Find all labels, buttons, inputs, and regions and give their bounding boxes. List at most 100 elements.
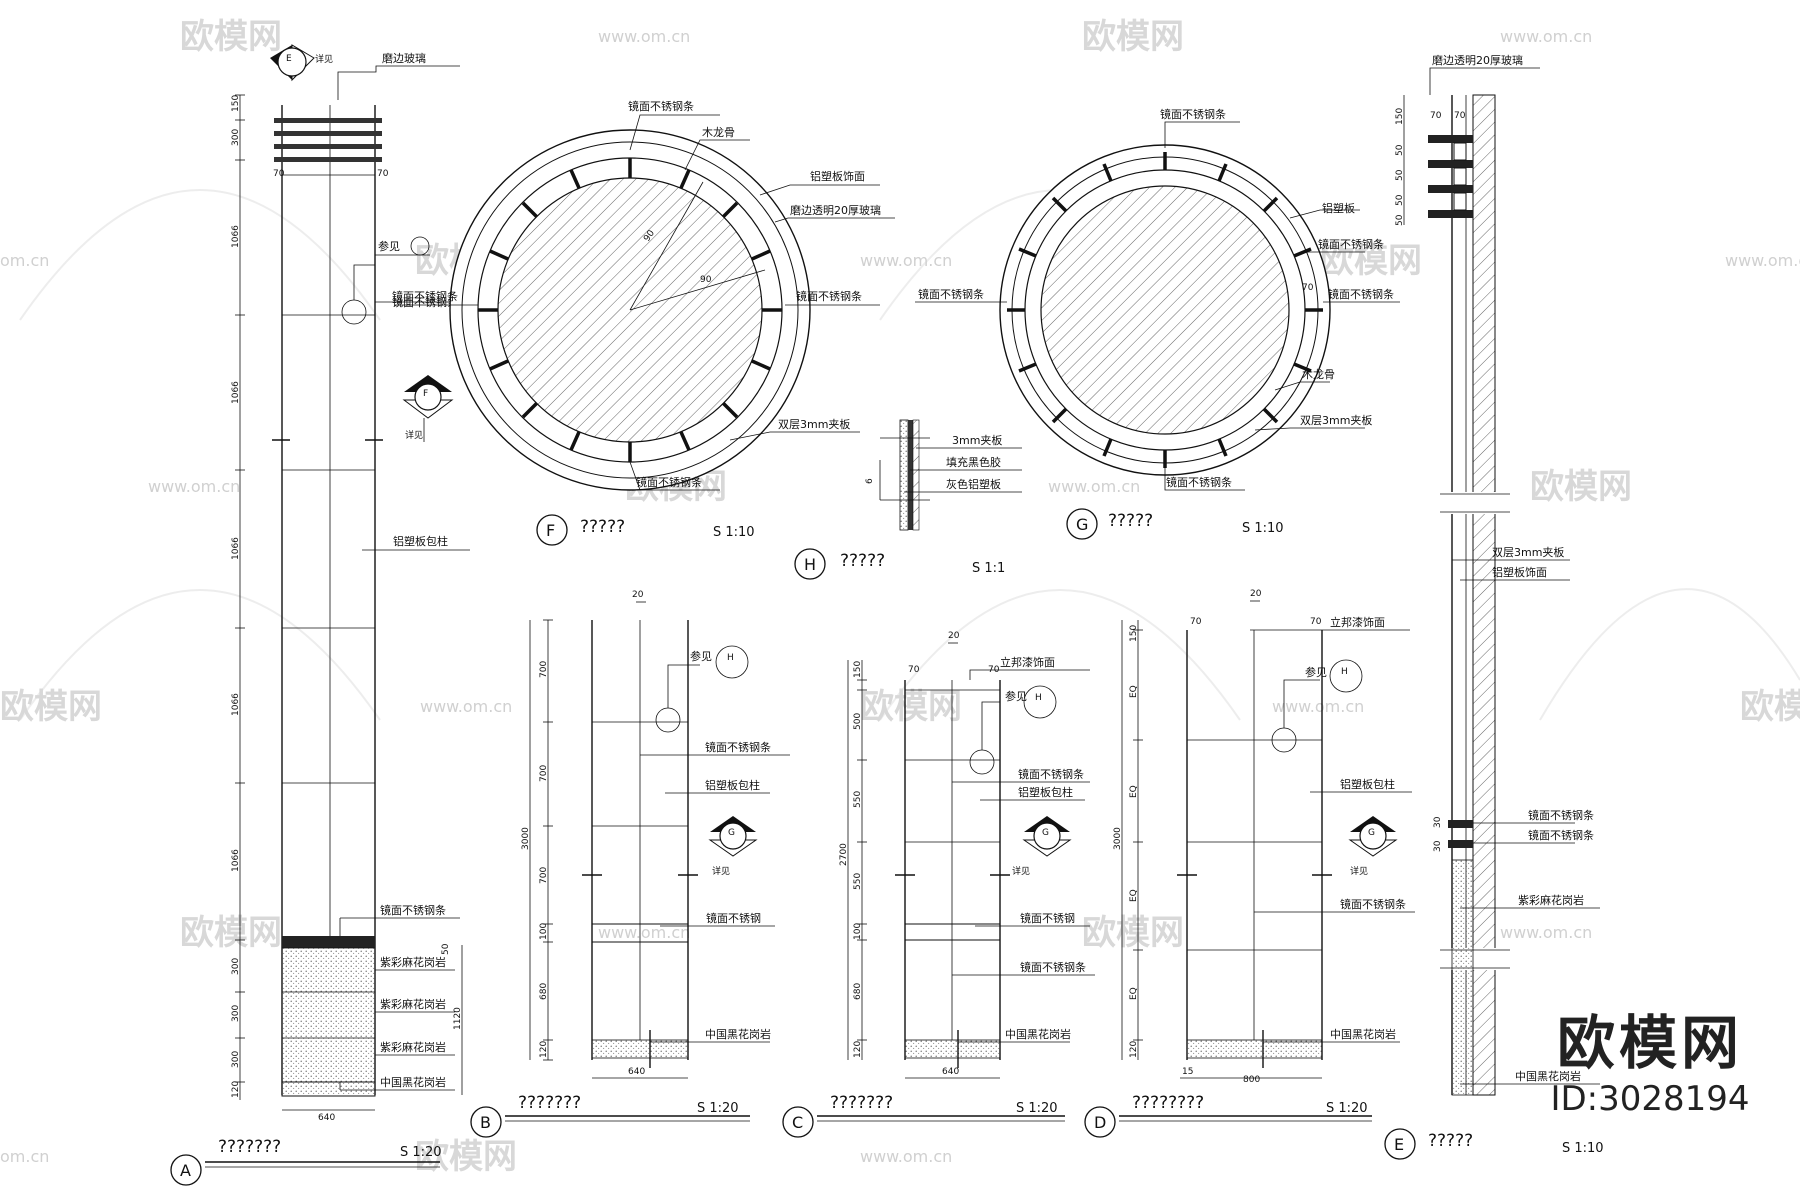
dim-label: 700	[539, 765, 549, 782]
dim-label: 120	[1129, 1041, 1139, 1058]
label-see: 参见	[690, 649, 712, 663]
watermark-url: www.om.cn	[860, 251, 952, 270]
watermark-brand: 欧模网	[1082, 913, 1184, 953]
title-scale: S 1:20	[697, 1101, 739, 1116]
label-mirror-ss-strip: 镜面不锈钢条	[1166, 475, 1232, 489]
watermark-url: www.om.cn	[1048, 477, 1140, 496]
label-3mm-board: 3mm夹板	[952, 433, 1002, 447]
dim-label: 640	[318, 1113, 335, 1123]
dim-label: 1120	[453, 1007, 463, 1030]
label-mirror-ss-strip: 镜面不锈钢条	[796, 289, 862, 303]
label-mirror-ss-strip: 镜面不锈钢条	[918, 287, 984, 301]
callout-letter: E	[286, 54, 292, 64]
label-mirror-ss-strip: 镜面不锈钢条	[392, 289, 458, 303]
label-purple-granite: 紫彩麻花岗岩	[380, 955, 446, 969]
label-purple-granite: 紫彩麻花岗岩	[1518, 893, 1584, 907]
dim-label: 70	[1302, 283, 1314, 293]
label-frosted-glass: 磨边玻璃	[382, 51, 426, 65]
label-detail: 详见	[1012, 865, 1030, 877]
label-black-glue: 填充黑色胶	[946, 455, 1001, 469]
glass-rings	[274, 118, 382, 162]
title-letter: B	[480, 1113, 491, 1132]
title-text: ?????	[1428, 1131, 1473, 1151]
title-letter: F	[546, 521, 555, 540]
watermark-brand: 欧模网	[860, 687, 962, 727]
label-alu-clad-column: 铝塑板包柱	[1340, 777, 1395, 791]
watermark-brand: 欧模网	[1082, 17, 1184, 57]
label-mirror-ss-strip: 镜面不锈钢条	[1328, 287, 1394, 301]
title-letter: E	[1394, 1135, 1404, 1154]
detail-title-c: C ??????? S 1:20	[782, 1093, 1065, 1138]
label-mirror-ss-strip: 镜面不锈钢条	[1318, 237, 1384, 251]
title-text: ?????	[580, 517, 625, 537]
watermark-brand: 欧模网	[180, 913, 282, 953]
dim-label: 100	[539, 923, 549, 940]
brand-id: ID:3028194	[1550, 1079, 1750, 1119]
watermark-url: om.cn	[0, 251, 49, 270]
watermark-layer: 欧模网 www.om.cn 欧模网 www.om.cn om.cn 欧模网 ww…	[0, 17, 1800, 1177]
dim-label: 20	[632, 590, 644, 600]
watermark-brand: 欧模网	[180, 17, 282, 57]
watermark-url: www.om.cn	[1725, 251, 1800, 270]
label-edge-glass-20: 磨边透明20厚玻璃	[1432, 53, 1523, 67]
title-text: ???????	[518, 1093, 581, 1113]
dim-label: 30	[1433, 816, 1443, 828]
label-alu-clad-column: 铝塑板包柱	[393, 534, 448, 548]
dim-label: 100	[853, 923, 863, 940]
label-stand-edge: 立邦漆饰面	[1000, 655, 1055, 669]
dim-label: 3000	[521, 827, 531, 850]
label-detail: 详见	[315, 53, 333, 65]
watermark-url: www.om.cn	[598, 923, 690, 942]
label-wood-keel: 木龙骨	[702, 126, 735, 139]
label-mirror-ss-strip: 镜面不锈钢条	[705, 740, 771, 754]
callout-letter: F	[423, 389, 428, 399]
title-letter: A	[180, 1161, 191, 1180]
brand-mark: 欧模网 ID:3028194	[1515, 1008, 1785, 1120]
label-mirror-ss-strip: 镜面不锈钢条	[380, 903, 446, 917]
detail-title-d: D ???????? S 1:20	[1084, 1093, 1372, 1138]
watermark-url: www.om.cn	[598, 27, 690, 46]
watermark-url: om.cn	[0, 1147, 49, 1166]
dim-label: 120	[539, 1041, 549, 1058]
callout-letter: H	[1341, 667, 1348, 677]
watermark-url: www.om.cn	[148, 477, 240, 496]
dim-label: 1066	[231, 381, 241, 404]
label-detail: 详见	[712, 865, 730, 877]
callout-letter: H	[727, 653, 734, 663]
dim-label: 20	[1250, 589, 1262, 599]
dim-label: EQ	[1129, 889, 1139, 902]
detail-a-elevation: 150 300 1066 1066 1066 1066 1066 300 300…	[170, 44, 470, 1186]
label-detail: 详见	[1350, 865, 1368, 877]
title-scale: S 1:10	[713, 525, 755, 540]
label-mirror-ss-strip: 镜面不锈钢条	[1160, 107, 1226, 121]
callout-marker-e: E 详见	[270, 44, 333, 82]
section-marker-g: G 详见	[1012, 816, 1072, 877]
dim-label: 6	[865, 478, 875, 484]
section-marker-f: F 详见	[402, 375, 454, 442]
title-text: ????????	[1132, 1093, 1204, 1113]
dim-label: 120	[853, 1041, 863, 1058]
title-scale: S 1:10	[1242, 521, 1284, 536]
dim-label: 70	[908, 665, 920, 675]
dim-label: 150	[853, 661, 863, 678]
label-edge-glass-20: 磨边透明20厚玻璃	[790, 203, 881, 217]
label-mirror-ss-strip: 镜面不锈钢条	[1528, 828, 1594, 842]
dim-label: 640	[628, 1067, 645, 1077]
title-text: ?????	[1108, 511, 1153, 531]
label-see: 参见	[1305, 665, 1327, 679]
dim-label: 70	[377, 169, 389, 179]
detail-c-elevation: 150 500 550 550 100 680 120 2700 70 70 2…	[782, 631, 1095, 1138]
dim-label: 700	[539, 661, 549, 678]
watermark-url: www.om.cn	[860, 1147, 952, 1166]
dim-label: 30	[1433, 840, 1443, 852]
brand-name: 欧模网	[1556, 1009, 1743, 1077]
label-alu-clad-column: 铝塑板包柱	[705, 778, 760, 792]
dim-label: 1066	[231, 849, 241, 872]
dim-label: 150	[231, 95, 241, 112]
watermark-brand: 欧模网	[1320, 241, 1422, 281]
label-alu-plastic-face: 铝塑板饰面	[810, 169, 865, 183]
detail-f-section: 90 90 镜面不锈钢条 木龙骨 铝塑板饰面 磨边透明20厚玻璃 镜面不锈钢条 …	[392, 99, 895, 546]
section-marker-g: G 详见	[1348, 816, 1398, 877]
label-mirror-ss-strip: 镜面不锈钢条	[1528, 808, 1594, 822]
